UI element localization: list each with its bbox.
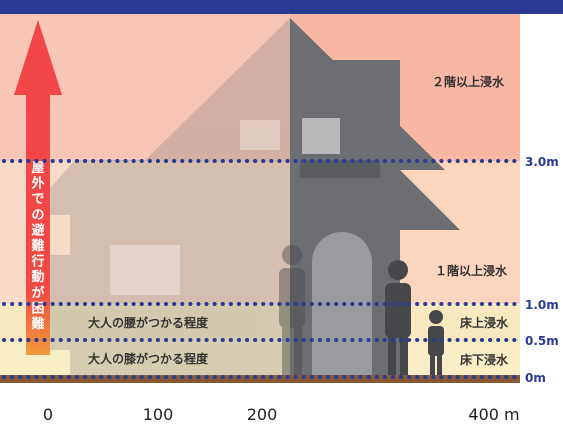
- house-side-roof: [400, 170, 460, 230]
- arrow-label-char: 難: [31, 238, 44, 254]
- arrow-label-char: 動: [31, 269, 44, 285]
- arrow-label-char: が: [31, 285, 44, 301]
- adult-silhouette: [385, 260, 411, 375]
- house-illustration: [30, 18, 460, 375]
- arrow-label-char: 難: [31, 316, 44, 332]
- child-silhouette: [428, 310, 444, 375]
- arrow-label-char: 避: [31, 222, 44, 238]
- arrow-label-char: 屋: [31, 161, 44, 176]
- arrow-label-char: 外: [30, 176, 44, 192]
- distance-label-200: 200: [247, 405, 278, 424]
- arrow-label-char: で: [31, 192, 44, 207]
- distance-label-0: 0: [43, 405, 53, 424]
- house-gable-window: [300, 160, 380, 178]
- arrow-label-char: 行: [30, 254, 44, 270]
- ground-strip: [0, 375, 520, 383]
- zone-label-level2: ２階以上浸水: [432, 74, 505, 89]
- arrow-shaft: [26, 93, 50, 355]
- zone-label-level1: １階以上浸水: [435, 263, 508, 278]
- zone-label-above-floor: 床上浸水: [460, 315, 509, 330]
- distance-label-400: 400 m: [468, 405, 519, 424]
- depth-label-05m: 0.5m: [525, 334, 559, 348]
- arrow-head: [14, 20, 62, 95]
- depth-label-0m: 0m: [525, 371, 546, 385]
- waist-reference: 大人の腰がつかる程度: [88, 315, 209, 330]
- arrow-label-char: 困: [31, 301, 44, 316]
- adult-silhouette-faded: [279, 245, 305, 375]
- arrow-label-char: の: [31, 208, 44, 223]
- zone-label-below-floor: 床下浸水: [460, 352, 509, 367]
- top-frame-bar: [0, 0, 563, 14]
- depth-label-1m: 1.0m: [525, 298, 559, 312]
- depth-label-3m: 3.0m: [525, 155, 559, 169]
- depth-lines: [2, 159, 524, 379]
- knee-reference: 大人の膝がつかる程度: [88, 351, 209, 366]
- distance-label-100: 100: [143, 405, 174, 424]
- evacuation-arrow: [14, 20, 62, 355]
- house-upper-window: [302, 118, 340, 154]
